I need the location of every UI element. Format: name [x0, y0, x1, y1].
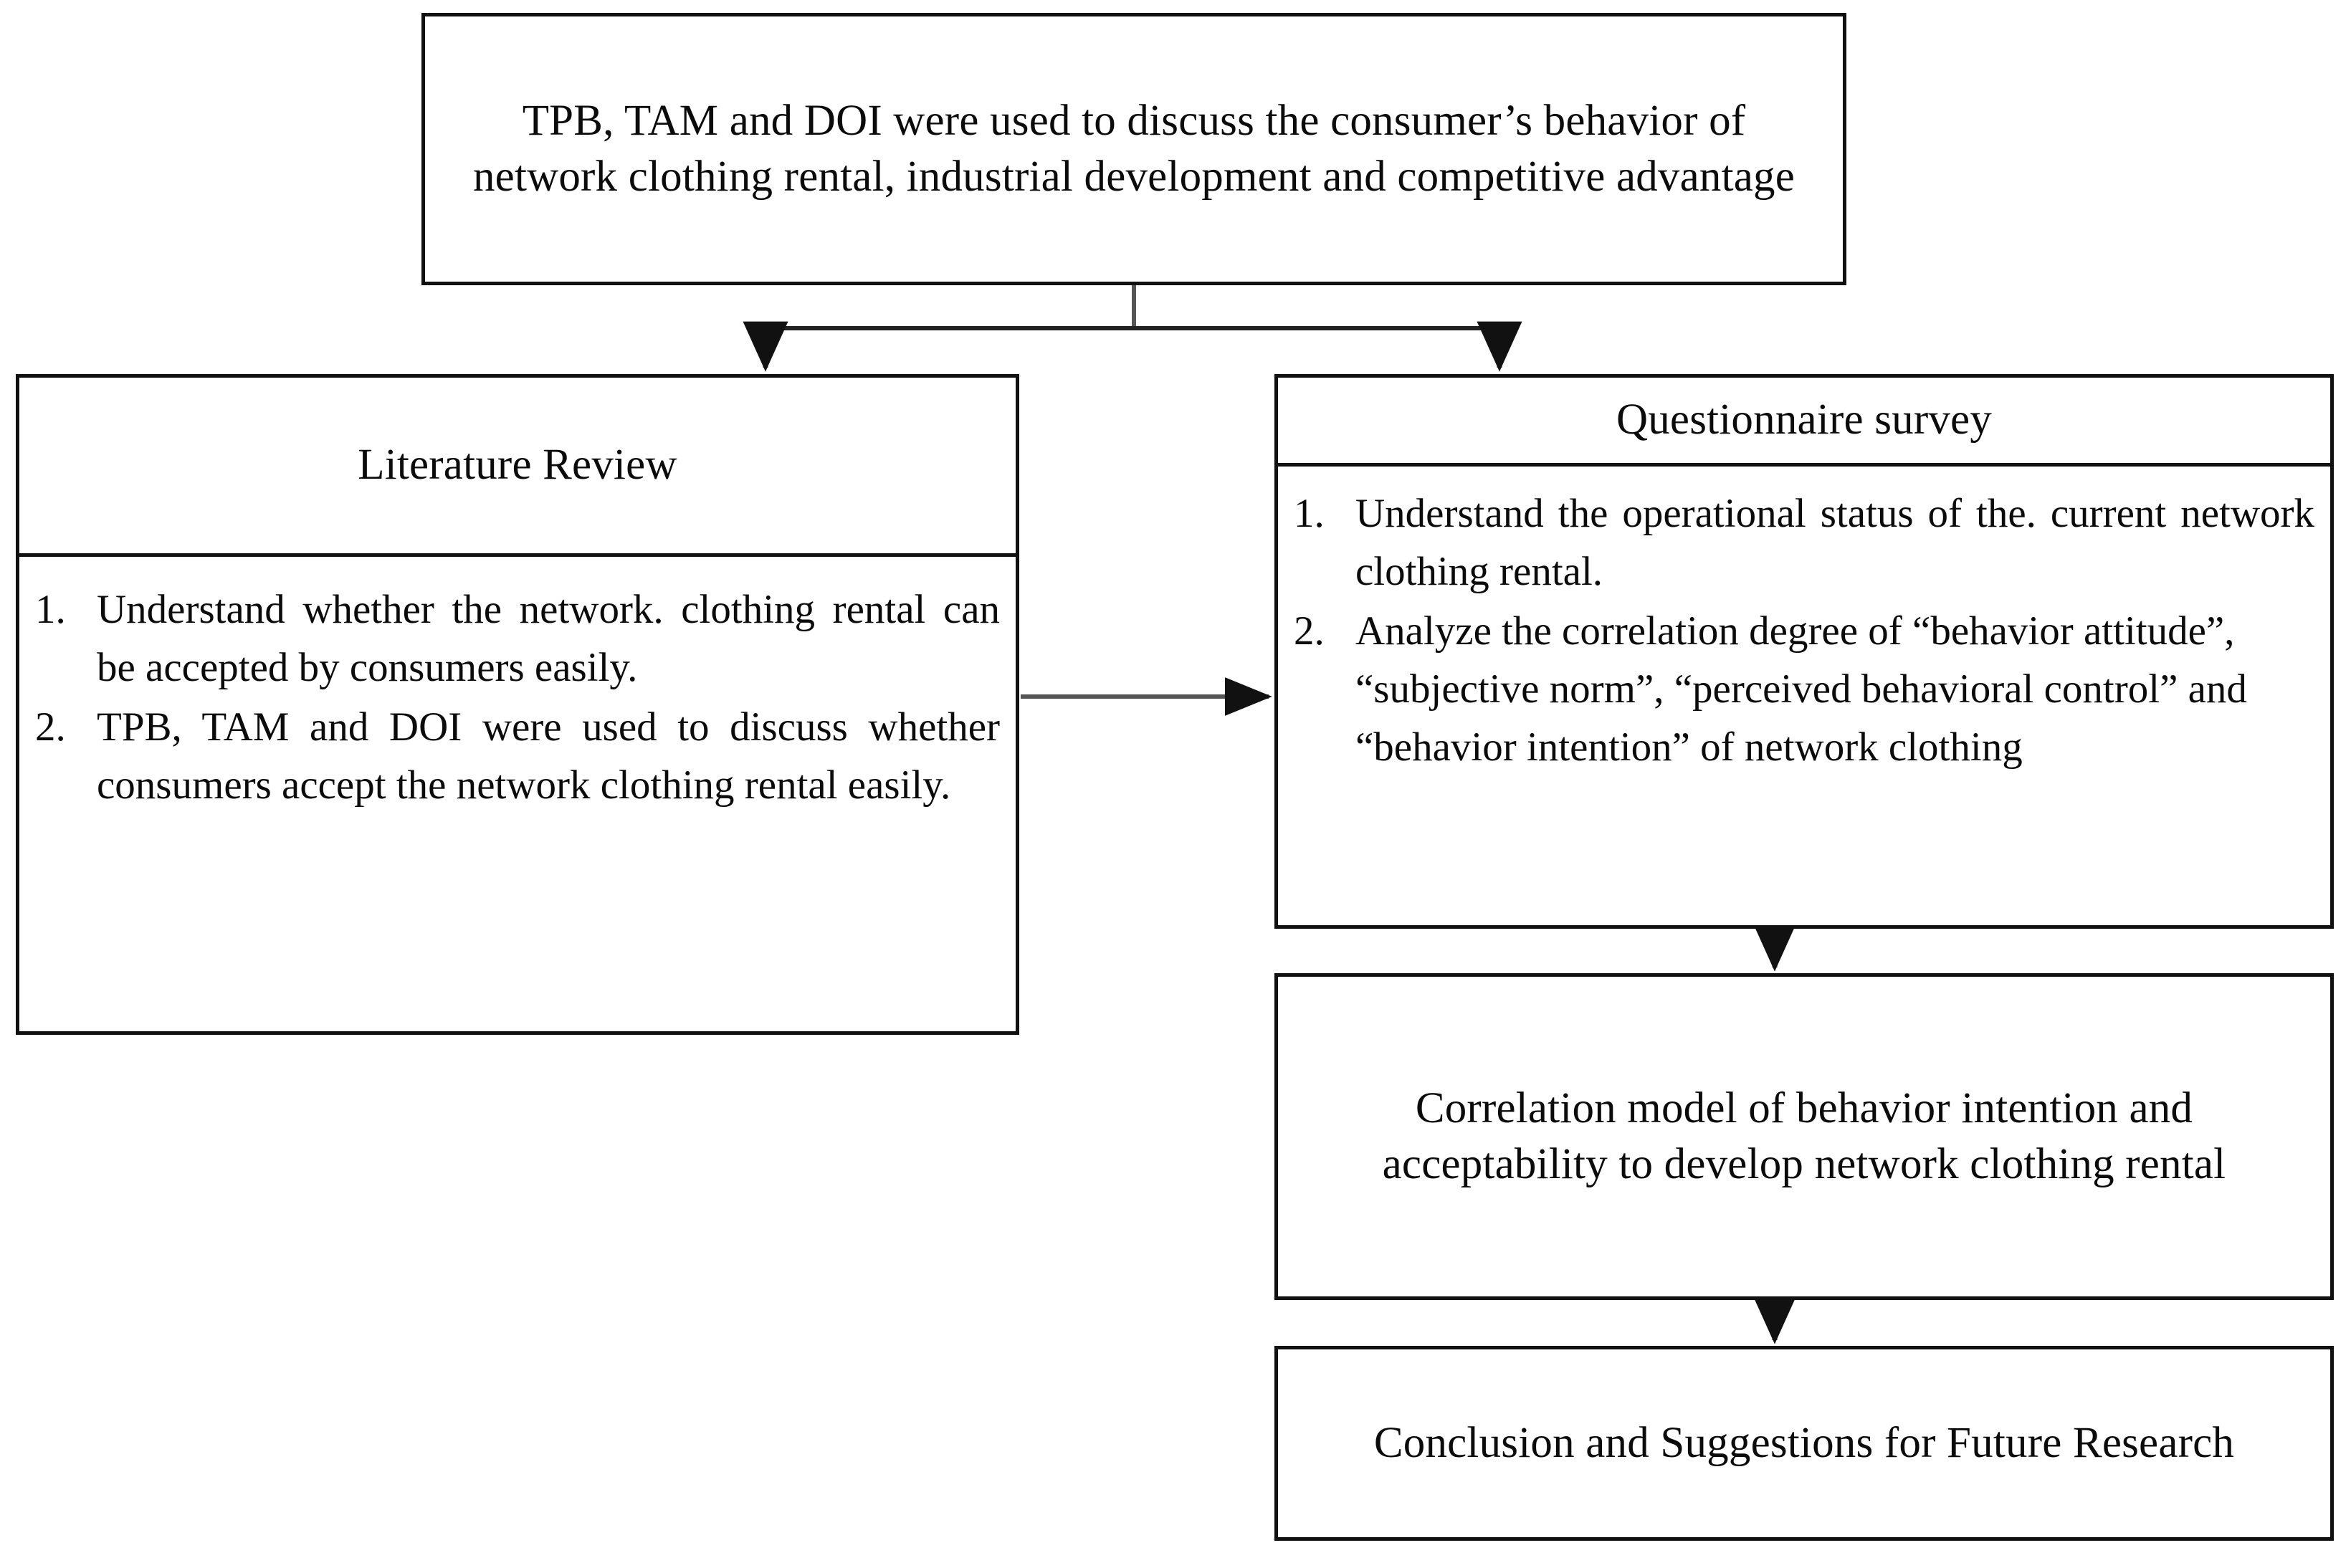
- literature-review-list: 1. Understand whether the network. cloth…: [35, 581, 1000, 815]
- correlation-model-box[interactable]: Correlation model of behavior intention …: [1274, 973, 2334, 1300]
- list-item: 2. TPB, TAM and DOI were used to discuss…: [35, 699, 1000, 815]
- list-item-number: 2.: [35, 704, 66, 750]
- questionnaire-survey-box[interactable]: Questionnaire survey 1. Understand the o…: [1274, 374, 2334, 929]
- literature-review-body: 1. Understand whether the network. cloth…: [19, 557, 1016, 1031]
- literature-review-box[interactable]: Literature Review 1. Understand whether …: [16, 374, 1019, 1035]
- list-item-text: Understand whether the network. clothing…: [97, 587, 1000, 690]
- questionnaire-survey-title: Questionnaire survey: [1616, 396, 1993, 444]
- list-item-number: 2.: [1294, 608, 1325, 654]
- list-item: 2. Analyze the correlation degree of “be…: [1294, 603, 2314, 777]
- list-item-text: Understand the operational status of the…: [1355, 491, 2314, 594]
- conclusion-box[interactable]: Conclusion and Suggestions for Future Re…: [1274, 1346, 2334, 1541]
- list-item-number: 1.: [35, 587, 66, 632]
- questionnaire-survey-header: Questionnaire survey: [1278, 378, 2330, 467]
- list-item-text: TPB, TAM and DOI were used to discuss wh…: [97, 704, 1000, 808]
- list-item: 1. Understand whether the network. cloth…: [35, 581, 1000, 697]
- root-box-text: TPB, TAM and DOI were used to discuss th…: [472, 96, 1796, 201]
- correlation-model-text: Correlation model of behavior intention …: [1382, 1084, 2226, 1188]
- list-item-number: 1.: [1294, 491, 1325, 536]
- list-item: 1. Understand the operational status of …: [1294, 485, 2314, 601]
- questionnaire-survey-body: 1. Understand the operational status of …: [1278, 467, 2330, 925]
- literature-review-title: Literature Review: [358, 441, 677, 489]
- literature-review-header: Literature Review: [19, 378, 1016, 557]
- questionnaire-survey-list: 1. Understand the operational status of …: [1294, 485, 2314, 777]
- conclusion-text: Conclusion and Suggestions for Future Re…: [1373, 1418, 2235, 1467]
- list-item-text: Analyze the correlation degree of “behav…: [1355, 608, 2247, 770]
- root-box[interactable]: TPB, TAM and DOI were used to discuss th…: [421, 13, 1846, 285]
